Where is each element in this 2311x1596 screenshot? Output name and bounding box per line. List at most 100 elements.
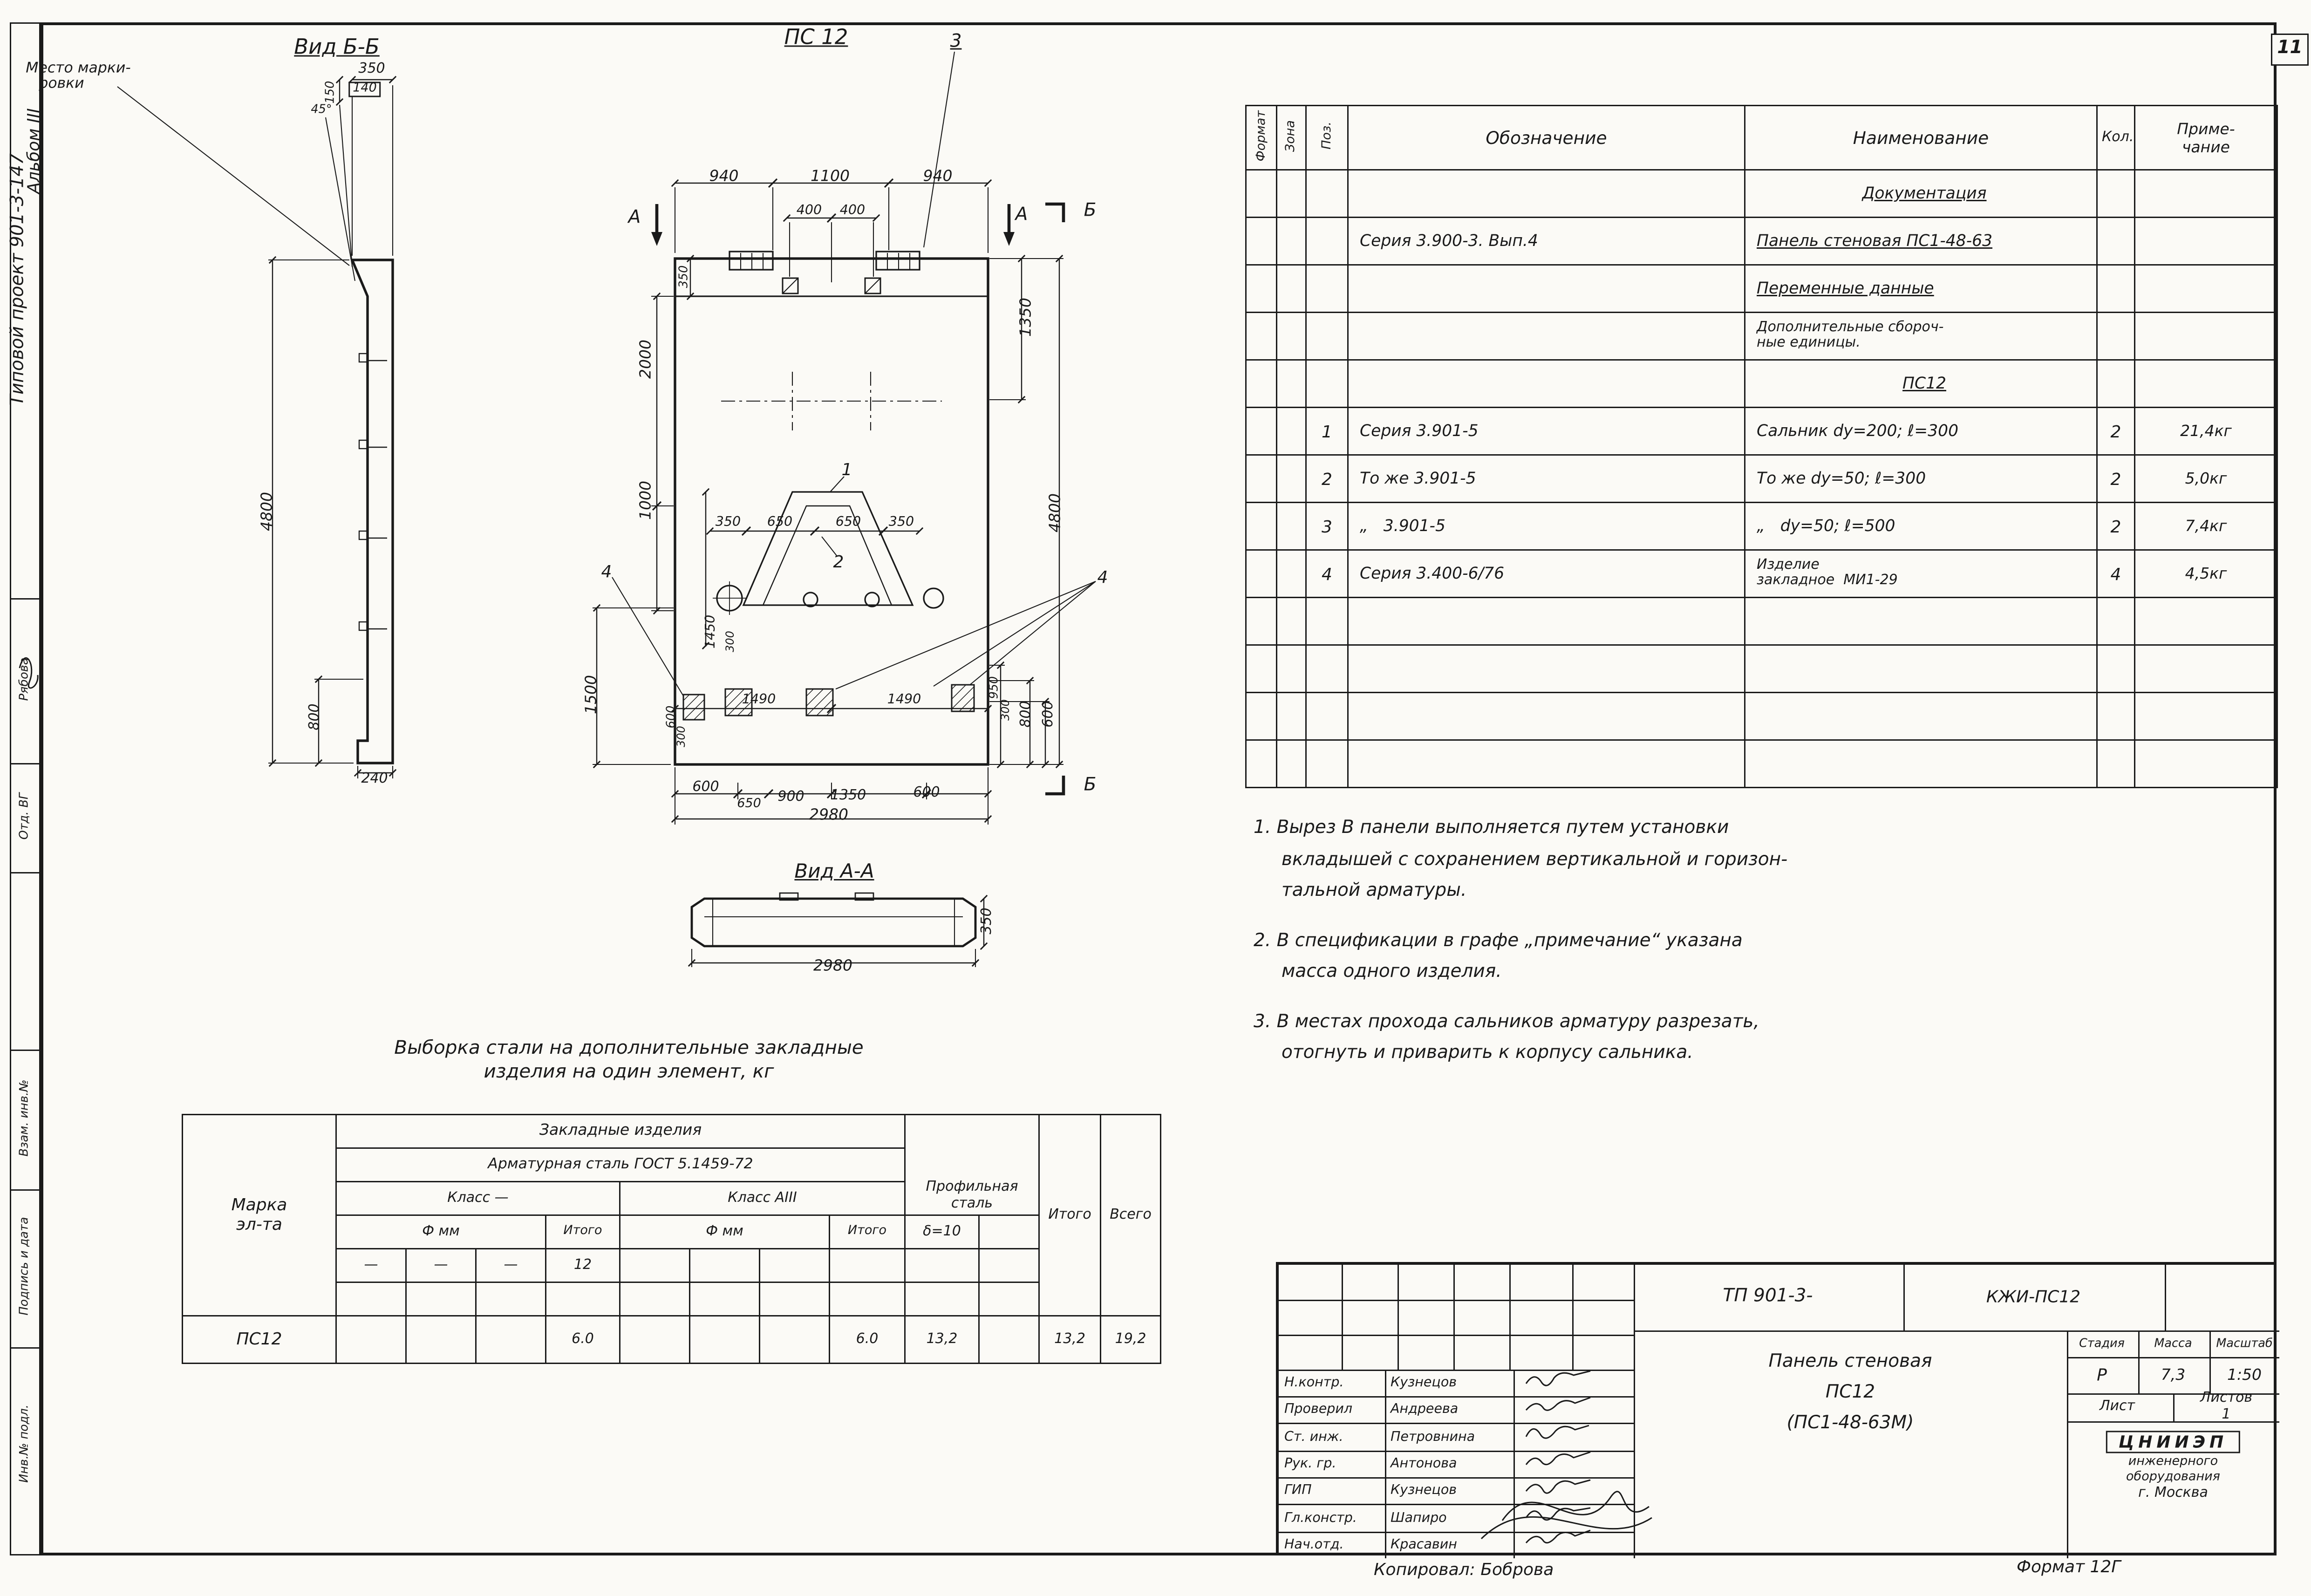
spec-cell — [1276, 549, 1307, 598]
spec-cell: 7,4кг — [2134, 502, 2278, 551]
sum-header: Итого — [1038, 1114, 1102, 1316]
total-header: Всего — [1100, 1114, 1162, 1316]
spec-cell: Изделие закладное МИ1-29 — [1744, 549, 2098, 598]
spec-cell — [2134, 644, 2278, 693]
spec-cell — [2134, 739, 2278, 788]
signer-row: Рук. гр. Антонова — [1279, 1451, 1634, 1478]
spec-cell — [1276, 644, 1307, 693]
scale-header: Масштаб — [2216, 1337, 2273, 1351]
spec-cell: 21,4кг — [2134, 407, 2278, 456]
spec-cell: 4 — [2096, 549, 2135, 598]
spec-cell-text: Изделие закладное МИ1-29 — [1757, 558, 1898, 589]
spec-cell: 4 — [1305, 549, 1349, 598]
signer-name: Антонова — [1391, 1456, 1457, 1472]
pos-header: Поз. — [1320, 122, 1334, 150]
spec-cell — [1245, 597, 1277, 646]
class1-header: Класс — — [335, 1181, 620, 1216]
spec-cell — [2134, 312, 2278, 361]
spec-cell — [2096, 264, 2135, 313]
spec-cell — [1276, 217, 1307, 266]
org-name-text: ЦНИИЭП — [2106, 1431, 2241, 1454]
spec-cell: 5,0кг — [2134, 454, 2278, 503]
signer-role: Гл.констр. — [1284, 1510, 1357, 1526]
spec-cell — [1347, 644, 1745, 693]
spec-cell — [2096, 692, 2135, 741]
stage-value: Р — [2097, 1365, 2107, 1385]
col-name: Наименование — [1744, 105, 2098, 171]
spec-cell — [2096, 169, 2135, 218]
divider — [11, 872, 42, 874]
spec-cell — [1347, 359, 1745, 408]
empty-cell — [619, 1248, 690, 1283]
rebar-header: Арматурная сталь ГОСТ 5.1459-72 — [335, 1147, 906, 1182]
mass-header: Масса — [2154, 1337, 2192, 1351]
empty-cell — [759, 1248, 830, 1283]
dia-cell: — — [335, 1248, 407, 1283]
col-pos: Поз. — [1305, 105, 1349, 171]
spec-cell: 2 — [1305, 454, 1349, 503]
empty-cell — [545, 1282, 620, 1316]
spec-row — [1245, 644, 2278, 693]
spec-cell — [2134, 169, 2278, 218]
class2-header: Класс АIII — [619, 1181, 906, 1216]
spec-row — [1245, 739, 2278, 788]
spec-cell — [1276, 359, 1307, 408]
col-note: Приме- чание — [2134, 105, 2278, 171]
steel-data-row: ПС12 6.0 6.0 13,2 13,2 19,2 — [182, 1315, 1162, 1364]
spec-cell — [1245, 502, 1277, 551]
spec-cell-text: Переменные данные — [1757, 278, 1934, 298]
note-2: 2. В спецификации в графе „примечание“ у… — [1254, 930, 1743, 983]
empty-cell — [904, 1248, 980, 1283]
empty-cell — [978, 1248, 1040, 1283]
empty-cell — [405, 1282, 477, 1316]
side-field-inv-podl: Инв.№ подл. — [18, 1405, 32, 1483]
spec-cell: 2 — [2096, 502, 2135, 551]
empty-cell — [619, 1282, 690, 1316]
spec-cell — [1276, 312, 1307, 361]
empty-cell — [759, 1315, 830, 1364]
spec-cell — [1305, 169, 1349, 218]
spec-cell — [1245, 169, 1277, 218]
fmm-header: Ф мм — [335, 1214, 546, 1249]
spec-cell: Переменные данные — [1744, 264, 2098, 313]
sheet-number-box: 11 — [2271, 34, 2309, 66]
spec-cell — [1744, 739, 2098, 788]
org-city: г. Москва — [2138, 1486, 2208, 1501]
empty-cell — [689, 1282, 760, 1316]
spec-cell — [1245, 359, 1277, 408]
spec-cell — [2134, 359, 2278, 408]
side-field-vzam-inv: Взам. инв.№ — [18, 1079, 32, 1157]
spec-cell — [1347, 169, 1745, 218]
org-line2: инженерного оборудования — [2126, 1455, 2220, 1484]
signer-name: Андреева — [1391, 1402, 1459, 1418]
spec-cell: То же 3.901-5 — [1347, 454, 1745, 503]
spec-header-row: Формат Зона Поз. Обозначение Наименовани… — [1245, 105, 2278, 171]
profile-header: Профильная сталь — [904, 1114, 1040, 1216]
empty-cell — [689, 1315, 760, 1364]
class1-total: 6.0 — [545, 1315, 620, 1364]
spec-cell — [1305, 692, 1349, 741]
sheet-header: Лист — [2099, 1399, 2135, 1414]
delta-header: δ=10 — [904, 1214, 980, 1249]
signer-role: ГИП — [1284, 1483, 1312, 1499]
fmm-header: Ф мм — [619, 1214, 830, 1249]
signer-name: Шапиро — [1391, 1510, 1447, 1526]
note-1: 1. Вырез В панели выполняется путем уста… — [1254, 818, 1788, 901]
signer-role: Рук. гр. — [1284, 1456, 1336, 1472]
spec-cell-text: Панель стеновая ПС1-48-63 — [1757, 230, 1993, 250]
spec-cell: „ dy=50; ℓ=500 — [1744, 502, 2098, 551]
signer-name: Петровнина — [1391, 1429, 1475, 1445]
steel-row: Марка эл-та Закладные изделия Профильная… — [182, 1114, 1162, 1316]
spec-row: Документация — [1245, 169, 2278, 218]
spec-row — [1245, 692, 2278, 741]
side-field-podpis-data: Подпись и дата — [18, 1217, 32, 1316]
spec-cell — [1305, 264, 1349, 313]
empty-cell — [619, 1315, 690, 1364]
divider — [11, 763, 42, 765]
spec-cell — [1245, 407, 1277, 456]
spec-table: Формат Зона Поз. Обозначение Наименовани… — [1245, 105, 2278, 788]
spec-cell: „ 3.901-5 — [1347, 502, 1745, 551]
